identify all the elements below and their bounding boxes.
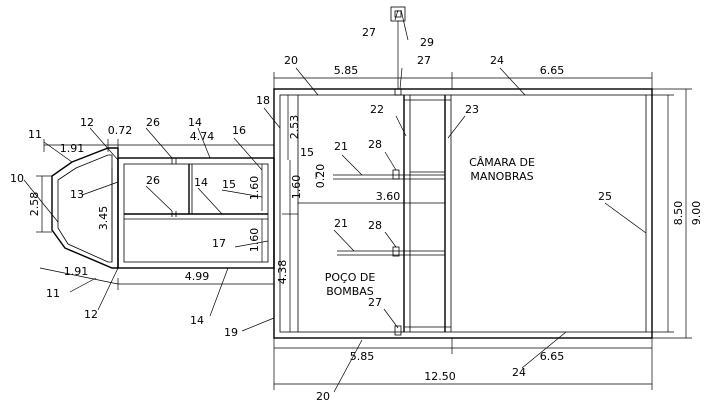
callout-20a: 20: [284, 54, 298, 67]
callout-28a: 28: [368, 138, 382, 151]
callout-16: 16: [232, 124, 246, 137]
dim-wing-top-short: 1.91: [60, 142, 85, 155]
callout-11a: 11: [28, 128, 42, 141]
building-outline: [273, 88, 653, 339]
callout-24b: 24: [512, 366, 526, 379]
dim-wing-top-gap: 0.72: [108, 124, 133, 137]
dim-top-left: 5.85: [334, 64, 359, 77]
callout-21a: 21: [334, 140, 348, 153]
dim-right-inner: 8.50: [672, 201, 685, 226]
callout-22: 22: [370, 103, 384, 116]
dimension-labels: 5.85 6.65 5.85 6.65 12.50 8.50 9.00 1.91…: [28, 64, 703, 383]
callout-23: 23: [465, 103, 479, 116]
callout-12a: 12: [80, 116, 94, 129]
callout-10: 10: [10, 172, 24, 185]
callout-27a: 27: [362, 26, 376, 39]
callout-15b: 15: [300, 146, 314, 159]
callout-27b: 27: [417, 54, 431, 67]
callout-19: 19: [224, 326, 238, 339]
leader-lines: [23, 9, 647, 393]
dim-bottom-right: 6.65: [540, 350, 565, 363]
dim-right-outer: 9.00: [690, 201, 703, 226]
callout-14a: 14: [188, 116, 202, 129]
callout-28b: 28: [368, 219, 382, 232]
dim-pipe-offset: 0.20: [314, 164, 327, 189]
callout-numbers: 27 29 20 27 24 18 22 23 21 28 21 28 25 1…: [10, 26, 612, 403]
callout-24a: 24: [490, 54, 504, 67]
room-labels: CÂMARA DE MANOBRAS POÇO DE BOMBAS: [325, 156, 535, 298]
well-label-1: POÇO DE: [325, 271, 376, 284]
dimension-lines: [36, 72, 692, 390]
callout-14b: 14: [194, 176, 208, 189]
callout-29: 29: [420, 36, 434, 49]
dim-wing-height: 2.58: [28, 192, 41, 217]
dim-tank-height: 3.45: [97, 206, 110, 231]
callout-11b: 11: [46, 287, 60, 300]
dim-lower-height: 4.38: [276, 260, 289, 285]
chamber-label-1: CÂMARA DE: [469, 156, 535, 169]
dim-bottom-left: 5.85: [350, 350, 375, 363]
callout-13: 13: [70, 188, 84, 201]
callout-26a: 26: [146, 116, 160, 129]
dim-overall-bottom: 12.50: [424, 370, 456, 383]
dim-lower-bay: 1.60: [248, 228, 261, 253]
pipes: [333, 88, 445, 336]
callout-26b: 26: [146, 174, 160, 187]
dim-section-mid: 1.60: [290, 175, 303, 200]
dim-wing-bottom-long: 4.99: [185, 270, 210, 283]
dim-wing-top-long: 4.74: [190, 130, 215, 143]
callout-17: 17: [212, 237, 226, 250]
well-label-2: BOMBAS: [326, 285, 374, 298]
callout-14c: 14: [190, 314, 204, 327]
dim-upper-bay: 1.60: [248, 176, 261, 201]
callout-15: 15: [222, 178, 236, 191]
callout-25: 25: [598, 190, 612, 203]
dim-pipe-length: 3.60: [376, 190, 401, 203]
callout-27c: 27: [368, 296, 382, 309]
dim-wall-height: 2.53: [288, 115, 301, 140]
dim-wing-bottom-short: 1.91: [64, 265, 89, 278]
callout-18: 18: [256, 94, 270, 107]
callout-21b: 21: [334, 217, 348, 230]
callout-20b: 20: [316, 390, 330, 403]
left-wing: [51, 147, 275, 269]
callout-12b: 12: [84, 308, 98, 321]
dim-top-right: 6.65: [540, 64, 565, 77]
chamber-label-2: MANOBRAS: [470, 170, 533, 183]
